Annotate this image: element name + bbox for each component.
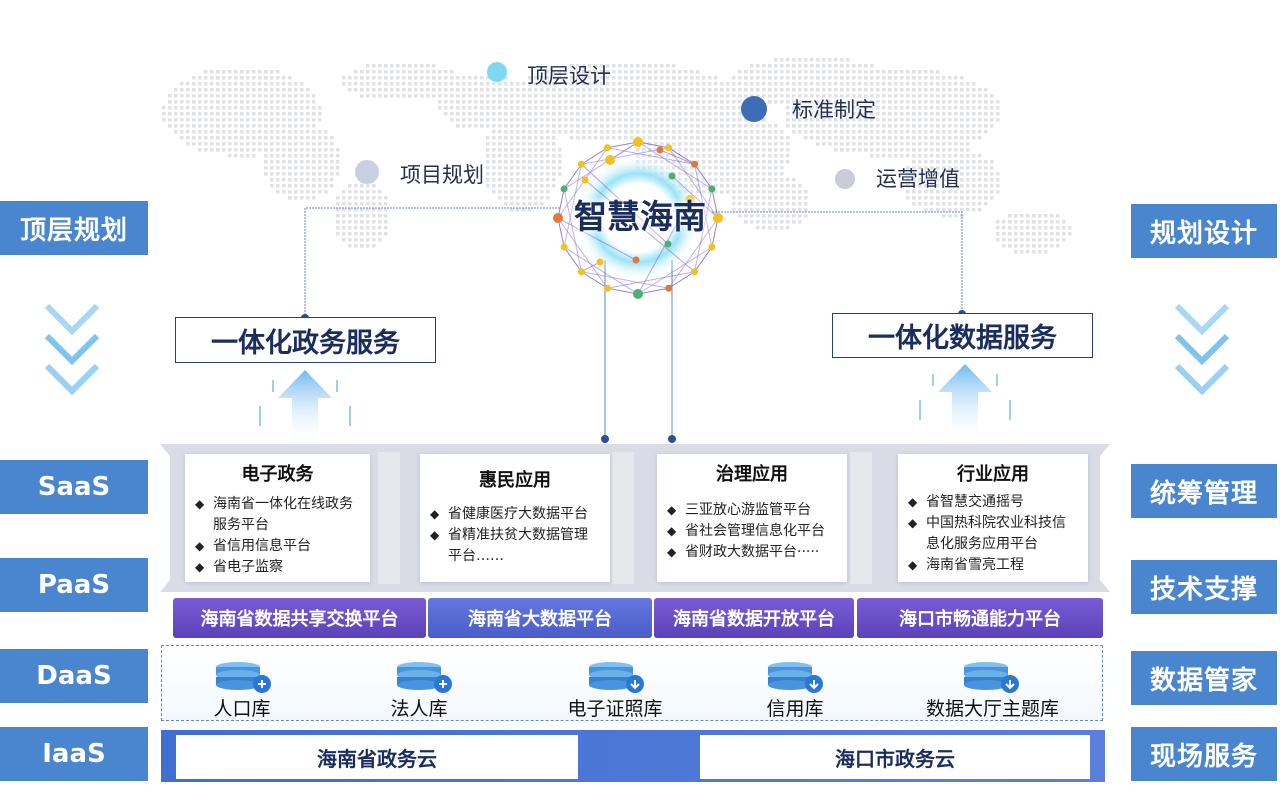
list-item: 省信用信息平台 <box>195 536 360 557</box>
integrated-data-service-box: 一体化数据服务 <box>832 313 1093 358</box>
list-item: 省电子监察 <box>195 557 360 578</box>
hainan-gov-cloud: 海南省政务云 <box>176 735 578 779</box>
legend-dot-project <box>355 160 379 184</box>
right-label-data-steward: 数据管家 <box>1131 651 1277 705</box>
platform-data-exchange: 海南省数据共享交换平台 <box>173 598 426 638</box>
saas-band-background <box>160 444 1110 592</box>
upload-arrow-icon <box>259 370 351 446</box>
saas-card-industry: 行业应用 省智慧交通摇号 中国热科院农业科技信息化服务应用平台 海南省雪亮工程 <box>898 454 1088 582</box>
left-label-saas: SaaS <box>0 460 148 514</box>
list-item: 省财政大数据平台····· <box>667 542 837 563</box>
legend-text-project: 项目规划 <box>400 163 484 187</box>
right-label-coordination: 统筹管理 <box>1131 464 1277 518</box>
hub-network-graphic <box>301 137 966 443</box>
right-label-planning-design: 规划设计 <box>1131 204 1277 258</box>
left-label-iaas: IaaS <box>0 727 148 781</box>
saas-card-e-gov: 电子政务 海南省一体化在线政务服务平台 省信用信息平台 省电子监察 <box>185 454 370 582</box>
hub-title: 智慧海南 <box>574 197 706 236</box>
database-icon <box>768 662 823 693</box>
saas-card-governance: 治理应用 三亚放心游监管平台 省社会管理信息化平台 省财政大数据平台····· <box>657 454 847 582</box>
saas-card-public-service: 惠民应用 省健康医疗大数据平台 省精准扶贫大数据管理平台…… <box>420 454 610 582</box>
list-item: 中国热科院农业科技信息化服务应用平台 <box>908 513 1078 555</box>
left-label-daas: DaaS <box>0 649 148 703</box>
legend-text-standard: 标准制定 <box>792 98 876 122</box>
platform-haikou-capability: 海口市畅通能力平台 <box>857 598 1103 638</box>
platform-big-data: 海南省大数据平台 <box>428 598 652 638</box>
chevron-down-icon <box>1174 303 1230 396</box>
card-title: 治理应用 <box>716 464 788 485</box>
left-label-paas: PaaS <box>0 558 148 612</box>
db-label-legal-person: 法人库 <box>390 698 448 720</box>
card-title: 电子政务 <box>241 464 314 485</box>
left-label-top-planning: 顶层规划 <box>0 201 148 255</box>
database-icon <box>964 662 1019 693</box>
database-icon <box>397 662 452 693</box>
legend-dot-top-design <box>487 62 507 82</box>
world-map-background <box>162 58 1072 254</box>
db-label-e-license: 电子证照库 <box>567 698 663 720</box>
right-label-onsite-service: 现场服务 <box>1131 727 1277 781</box>
card-title: 行业应用 <box>957 464 1029 485</box>
list-item: 海南省雪亮工程 <box>908 555 1078 576</box>
chevron-down-icon <box>44 303 100 396</box>
haikou-gov-cloud: 海口市政务云 <box>700 735 1090 779</box>
upload-arrow-icon <box>919 364 1011 444</box>
list-item: 海南省一体化在线政务服务平台 <box>195 494 360 536</box>
integrated-gov-service-box: 一体化政务服务 <box>175 317 436 363</box>
right-label-tech-support: 技术支撑 <box>1131 560 1277 614</box>
legend-text-top-design: 顶层设计 <box>527 64 611 88</box>
platform-data-open: 海南省数据开放平台 <box>654 598 854 638</box>
legend-dot-operation <box>835 169 855 189</box>
list-item: 省精准扶贫大数据管理平台…… <box>430 525 600 567</box>
legend-dot-standard <box>741 96 767 122</box>
database-icon <box>216 662 271 693</box>
legend-text-operation: 运营增值 <box>876 167 960 191</box>
db-label-credit: 信用库 <box>766 698 824 720</box>
database-icon <box>589 662 644 693</box>
db-label-data-hall: 数据大厅主题库 <box>925 698 1059 720</box>
list-item: 省智慧交通摇号 <box>908 492 1078 513</box>
card-title: 惠民应用 <box>479 470 551 491</box>
list-item: 三亚放心游监管平台 <box>667 500 837 521</box>
db-label-population: 人口库 <box>213 698 271 720</box>
list-item: 省健康医疗大数据平台 <box>430 504 600 525</box>
list-item: 省社会管理信息化平台 <box>667 521 837 542</box>
